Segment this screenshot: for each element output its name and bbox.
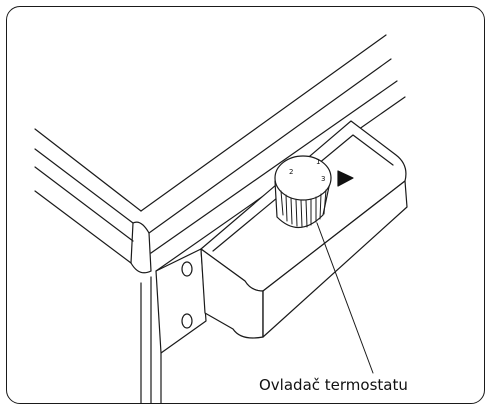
cabinet-corner	[130, 221, 152, 403]
figure-frame: 2 1 3	[6, 6, 485, 404]
hinge-hole-lower	[181, 313, 193, 329]
dial-mark-3: 3	[321, 175, 325, 183]
thermostat-control-label: Ovladač termostatu	[259, 376, 408, 394]
dial-markings: 2 1 3	[289, 158, 325, 183]
dial-mark-2: 2	[289, 168, 293, 176]
knob-grip-ridges	[280, 189, 327, 228]
cabinet-left-edges	[34, 128, 142, 264]
thermostat-knob	[274, 155, 332, 229]
refrigerator-thermostat-drawing	[34, 34, 408, 403]
dial-mark-1: 1	[316, 158, 320, 166]
triangle-right-icon	[337, 170, 354, 187]
hinge-hole-upper	[181, 261, 193, 277]
hinge-plate	[155, 248, 207, 403]
callout-leader-line	[316, 222, 374, 374]
